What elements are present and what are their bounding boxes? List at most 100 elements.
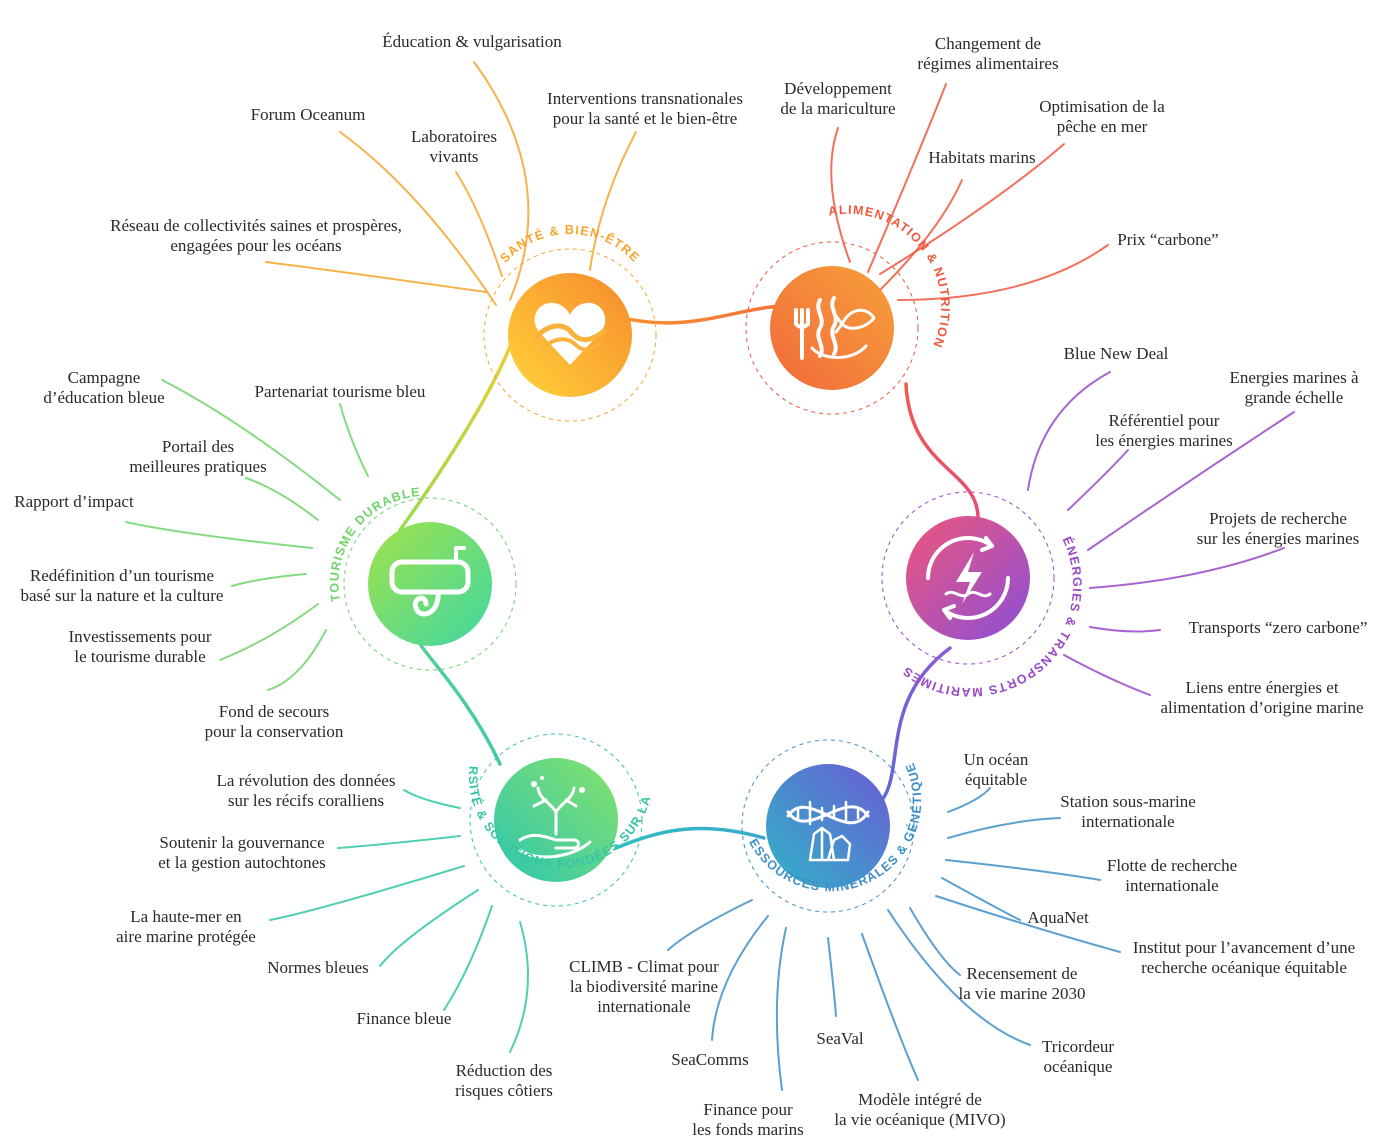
branch-label-line: Réseau de collectivités saines et prospè… [110, 216, 402, 235]
branch-label-line: Laboratoires [411, 127, 497, 146]
branch-label-line: Transports “zero carbone” [1189, 618, 1368, 637]
hub-title-text: SANTÉ & BIEN-ÊTRE [497, 223, 641, 265]
branch-line [403, 789, 461, 809]
branch-label-line: recherche océanique équitable [1141, 958, 1347, 977]
branch-line [339, 131, 497, 306]
branch-label-line: Investissements pour [68, 627, 211, 646]
branch-label: Prix “carbone” [1117, 230, 1218, 249]
branch-line [231, 573, 307, 587]
hub-dashed-ring [745, 241, 919, 415]
branch-label: SeaVal [816, 1029, 863, 1048]
branch-label: SeaComms [671, 1050, 748, 1069]
branch-label: Normes bleues [267, 958, 369, 977]
branch-line [1089, 626, 1161, 633]
hub-link [904, 382, 980, 522]
branch-line [947, 817, 1061, 839]
branch-label: Forum Oceanum [251, 105, 366, 124]
branch-label-line: engagées pour les océans [170, 236, 341, 255]
branch-line [219, 603, 319, 661]
hub-title-sante: SANTÉ & BIEN-ÊTRE [497, 223, 642, 265]
branch-line [941, 877, 1021, 921]
branch-line [935, 895, 1121, 953]
hub-sante [483, 248, 657, 422]
branch-label: Rapport d’impact [14, 492, 134, 511]
branch-line [879, 143, 1065, 275]
branch-label: Réseau de collectivités saines et prospè… [110, 216, 402, 255]
branch-label-line: Réduction des [456, 1061, 553, 1080]
branch-label-line: la vie océanique (MIVO) [834, 1110, 1005, 1129]
branch-label-line: Habitats marins [928, 148, 1035, 167]
branch-line [909, 907, 961, 976]
branch-line [1027, 371, 1111, 491]
branch-label-line: Finance bleue [357, 1009, 452, 1028]
coral-hand-icon [518, 776, 592, 859]
branch-line [830, 127, 851, 263]
branch-label-line: internationale [597, 997, 690, 1016]
branch-label-line: pour la santé et le bien-être [553, 109, 738, 128]
branch-label-line: Blue New Deal [1064, 344, 1169, 363]
branch-label-line: internationale [1081, 812, 1174, 831]
branch-label-line: La haute-mer en [130, 907, 242, 926]
branch-line [125, 521, 313, 549]
branch-label-line: Forum Oceanum [251, 105, 366, 124]
branch-label-line: Changement de [935, 34, 1041, 53]
branch-label-line: Soutenir la gouvernance [159, 833, 324, 852]
branch-line [269, 865, 465, 921]
branch-label-line: Recensement de [967, 964, 1078, 983]
branch-label-line: Un océan [964, 750, 1029, 769]
branch-label-line: et la gestion autochtones [158, 853, 326, 872]
branch-label-line: Normes bleues [267, 958, 369, 977]
branch-label-line: AquaNet [1027, 908, 1089, 927]
branch-label-line: océanique [1044, 1057, 1113, 1076]
branch-line [887, 909, 1031, 1046]
branch-label-line: sur les énergies marines [1197, 529, 1360, 548]
branch-label-line: Campagne [68, 368, 141, 387]
branch-label-line: Portail des [162, 437, 234, 456]
branch-label: Partenariat tourisme bleu [255, 382, 426, 401]
hub-biodiversite [469, 733, 643, 907]
branch-label-line: aire marine protégée [116, 927, 256, 946]
heart-wave-icon [533, 302, 607, 365]
hub-dashed-ring [483, 248, 657, 422]
branch-line [1063, 654, 1151, 696]
branch-label-line: grande échelle [1245, 388, 1344, 407]
hub-dashed-ring [741, 739, 915, 913]
hub-energies [881, 491, 1055, 665]
snorkel-mask-icon [389, 546, 471, 617]
branch-label-line: basé sur la nature et la culture [21, 586, 224, 605]
hub-link [398, 328, 518, 532]
branch-label-line: Partenariat tourisme bleu [255, 382, 426, 401]
hub-tourisme [343, 497, 517, 671]
hub-circles [343, 241, 1055, 913]
branch-line [473, 61, 530, 301]
branch-label-line: le tourisme durable [74, 647, 205, 666]
hub-circle [766, 764, 890, 888]
branch-label-line: internationale [1125, 876, 1218, 895]
branch-label-line: Energies marines à [1229, 368, 1358, 387]
hub-circle [368, 522, 492, 646]
branch-label-line: Finance pour [703, 1100, 793, 1119]
branch-line [161, 379, 341, 501]
fork-seaweed-fish-icon [794, 296, 876, 360]
hub-alimentation [745, 241, 919, 415]
branch-line [1089, 547, 1285, 589]
branch-label-line: CLIMB - Climat pour [569, 957, 719, 976]
branch-label-line: SeaVal [816, 1029, 863, 1048]
branch-label-line: risques côtiers [455, 1081, 553, 1100]
branch-label-line: La révolution des données [217, 771, 396, 790]
branch-label: Habitats marins [928, 148, 1035, 167]
branch-label-line: la vie marine 2030 [959, 984, 1086, 1003]
